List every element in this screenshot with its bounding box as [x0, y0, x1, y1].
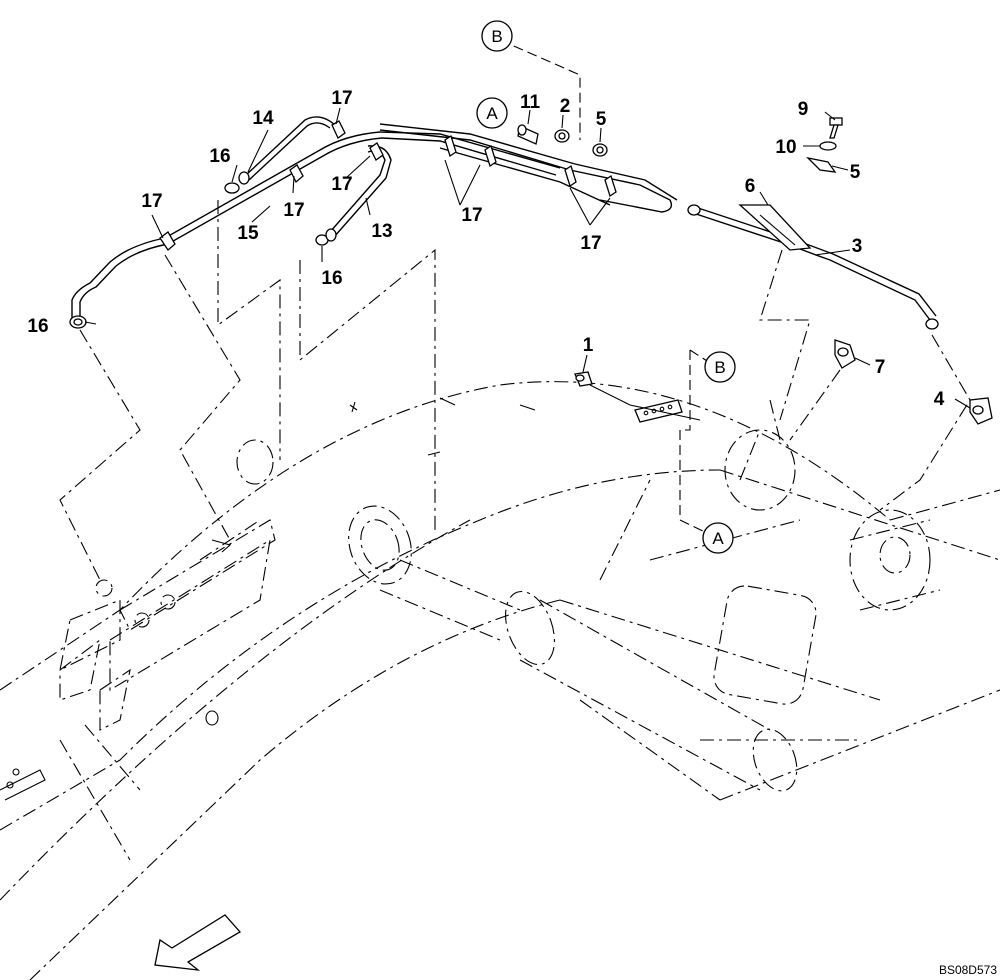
callout-17-left: 17 — [141, 191, 162, 212]
callout-17-top: 17 — [331, 88, 352, 109]
callout-5-top: 5 — [596, 109, 607, 130]
boom-outline — [0, 381, 1000, 980]
leader-lines — [59, 39, 971, 581]
callout-11: 11 — [520, 92, 541, 113]
reference-b-top-label: B — [491, 27, 502, 46]
front-direction-arrow-icon — [154, 914, 242, 971]
reference-b-top — [481, 20, 513, 52]
callout-3: 3 — [852, 236, 863, 257]
reference-markers: B A B A — [476, 20, 736, 554]
callout-1: 1 — [583, 335, 594, 356]
callout-17-mid: 17 — [283, 200, 304, 221]
callout-10: 10 — [775, 137, 796, 158]
callout-17-pipes-b: 17 — [580, 233, 601, 254]
boom-foot-brackets — [59, 519, 276, 731]
reference-a-bottom — [702, 522, 734, 554]
callout-9: 9 — [798, 99, 809, 120]
callout-16-top: 16 — [209, 146, 230, 167]
reference-a-bottom-label: A — [712, 529, 724, 548]
callout-13: 13 — [371, 221, 392, 242]
callout-17-center: 17 — [331, 174, 352, 195]
boom-pin-boss — [724, 429, 941, 611]
callout-16-left: 16 — [27, 316, 48, 337]
boom-cylinder — [348, 505, 817, 792]
callout-6: 6 — [745, 176, 756, 197]
reference-b-mid-label: B — [714, 358, 725, 377]
callout-16-mid: 16 — [321, 268, 342, 289]
callout-5-right: 5 — [850, 162, 861, 183]
callout-4: 4 — [934, 389, 945, 410]
callout-leaders — [84, 107, 971, 409]
pipe-lines — [71, 116, 937, 321]
callout-17-pipes-a: 17 — [461, 205, 482, 226]
callout-2: 2 — [560, 96, 571, 117]
reference-a-top-label: A — [486, 104, 498, 123]
drawing-code: BS08D573 — [939, 963, 997, 977]
fittings — [69, 117, 993, 425]
callout-15: 15 — [237, 223, 259, 244]
reference-a-top — [476, 97, 508, 129]
clamps — [159, 120, 617, 251]
reference-b-mid — [704, 351, 736, 383]
callout-labels: 1 2 3 4 5 5 6 7 9 10 11 13 14 15 16 16 1… — [27, 88, 944, 410]
callout-14: 14 — [252, 108, 274, 129]
callout-7: 7 — [875, 357, 886, 378]
boom-details — [0, 397, 536, 801]
